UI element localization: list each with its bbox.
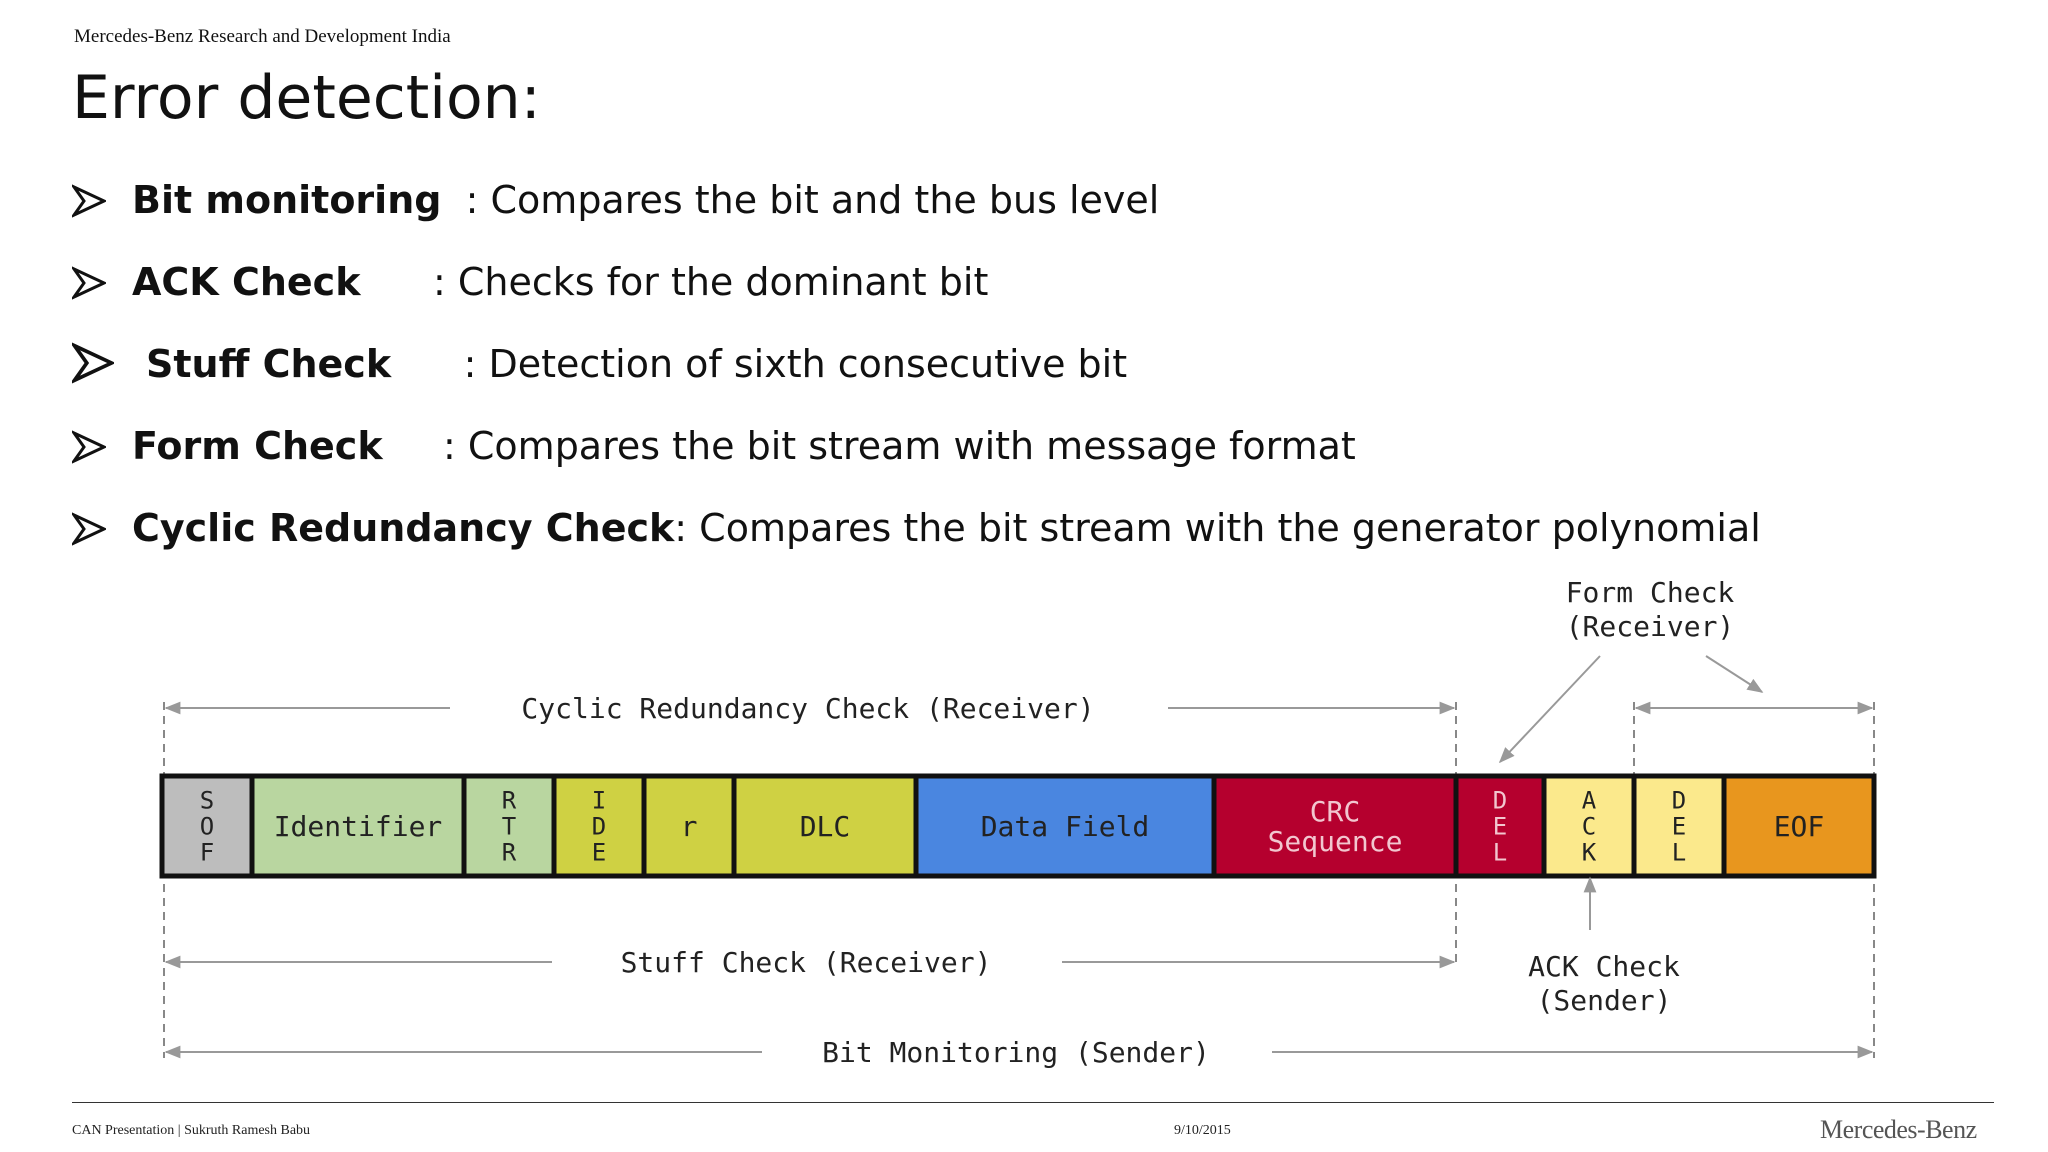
field-ack-del: DEL xyxy=(1631,773,1727,879)
field-data-field-label: Data Field xyxy=(981,810,1150,843)
bullet-description: Detection of sixth consecutive bit xyxy=(488,342,1128,386)
field-ack-del-label: D xyxy=(1672,786,1686,814)
field-rtr: RTR xyxy=(461,773,557,879)
arrow-bullet-icon xyxy=(72,342,114,384)
field-ack-label: A xyxy=(1582,786,1597,814)
field-crc-sequence-label: Sequence xyxy=(1268,825,1403,858)
bit-monitoring-range: Bit Monitoring (Sender) xyxy=(164,1036,1874,1069)
bullet-separator: : xyxy=(382,424,468,468)
field-sof-label: F xyxy=(200,838,214,866)
bullet-description: Compares the bit stream with message for… xyxy=(467,424,1356,468)
field-identifier-label: Identifier xyxy=(274,810,443,843)
field-dlc: DLC xyxy=(731,773,919,879)
bullet-description: Compares the bit stream with the generat… xyxy=(699,506,1761,550)
field-r-label: r xyxy=(681,810,698,843)
field-dlc-label: DLC xyxy=(800,810,851,843)
field-eof: EOF xyxy=(1721,773,1877,879)
field-crc-sequence-label: CRC xyxy=(1310,795,1361,828)
field-ack: ACK xyxy=(1541,773,1637,879)
arrow-bullet-icon xyxy=(72,266,106,300)
field-ack-del-box xyxy=(1631,773,1727,879)
form-check-label: Form Check xyxy=(1566,576,1735,609)
field-sof: SOF xyxy=(159,773,255,879)
field-ide: IDE xyxy=(551,773,647,879)
field-eof-label: EOF xyxy=(1774,810,1825,843)
footer-date: 9/10/2015 xyxy=(1174,1123,1231,1138)
field-crc-del-label: D xyxy=(1493,786,1507,814)
stuff-range-label: Stuff Check (Receiver) xyxy=(621,946,992,979)
field-ack-del-label: E xyxy=(1672,812,1686,840)
bullet-separator: : xyxy=(674,506,700,550)
field-r: r xyxy=(641,773,737,879)
bullet-separator: : xyxy=(441,178,491,222)
arrow-bullet-icon xyxy=(72,184,106,218)
field-ack-box xyxy=(1541,773,1637,879)
bullet-separator: : xyxy=(391,342,489,386)
arrow-bullet-icon xyxy=(72,512,106,546)
field-ide-label: D xyxy=(592,812,606,840)
field-identifier-box xyxy=(249,773,467,879)
bullet-separator: : xyxy=(360,260,458,304)
arrow-bullet-icon xyxy=(72,430,106,464)
field-crc-sequence-box xyxy=(1211,773,1459,879)
footer-presenter: CAN Presentation | Sukruth Ramesh Babu xyxy=(72,1123,311,1138)
field-eof-box xyxy=(1721,773,1877,879)
field-crc-del-label: E xyxy=(1493,812,1507,840)
form-check-range: Form Check (Receiver) xyxy=(1498,576,1874,764)
crc-range-label: Cyclic Redundancy Check (Receiver) xyxy=(521,692,1094,725)
stuff-range: Stuff Check (Receiver) xyxy=(164,946,1456,979)
field-ack-label: C xyxy=(1582,812,1596,840)
bullet-term: Bit monitoring xyxy=(132,178,442,222)
field-rtr-label: T xyxy=(502,812,516,840)
header-organization: Mercedes-Benz Research and Development I… xyxy=(74,26,451,47)
ack-check-sublabel: (Sender) xyxy=(1537,984,1672,1017)
ack-check-range: ACK Check (Sender) xyxy=(1528,876,1680,1017)
field-ack-label: K xyxy=(1582,838,1597,866)
crc-range: Cyclic Redundancy Check (Receiver) xyxy=(164,692,1456,725)
bullet-term: Form Check xyxy=(132,424,383,468)
field-sof-box xyxy=(159,773,255,879)
field-rtr-label: R xyxy=(502,838,517,866)
bit-monitoring-label: Bit Monitoring (Sender) xyxy=(822,1036,1210,1069)
field-sof-label: S xyxy=(200,786,214,814)
mercedes-benz-logo: Mercedes-Benz xyxy=(1820,1115,1977,1144)
ack-check-label: ACK Check xyxy=(1528,950,1680,983)
bullet-term: Stuff Check xyxy=(146,342,392,386)
form-check-sublabel: (Receiver) xyxy=(1566,610,1735,643)
field-data-field-box xyxy=(913,773,1217,879)
field-ide-label: I xyxy=(592,786,606,814)
bullet-description: Compares the bit and the bus level xyxy=(490,178,1160,222)
bullet-term: ACK Check xyxy=(132,260,361,304)
field-rtr-label: R xyxy=(502,786,517,814)
field-sof-label: O xyxy=(200,812,214,840)
field-crc-del-label: L xyxy=(1493,838,1507,866)
field-ide-label: E xyxy=(592,838,606,866)
bullet-term: Cyclic Redundancy Check xyxy=(132,506,675,550)
slide-title: Error detection: xyxy=(72,63,541,133)
field-crc-del: DEL xyxy=(1453,773,1547,879)
field-ack-del-label: L xyxy=(1672,838,1686,866)
field-data-field: Data Field xyxy=(913,773,1217,879)
field-ide-box xyxy=(551,773,647,879)
footer-divider xyxy=(72,1102,1994,1103)
bullet-description: Checks for the dominant bit xyxy=(457,260,989,304)
field-identifier: Identifier xyxy=(249,773,467,879)
